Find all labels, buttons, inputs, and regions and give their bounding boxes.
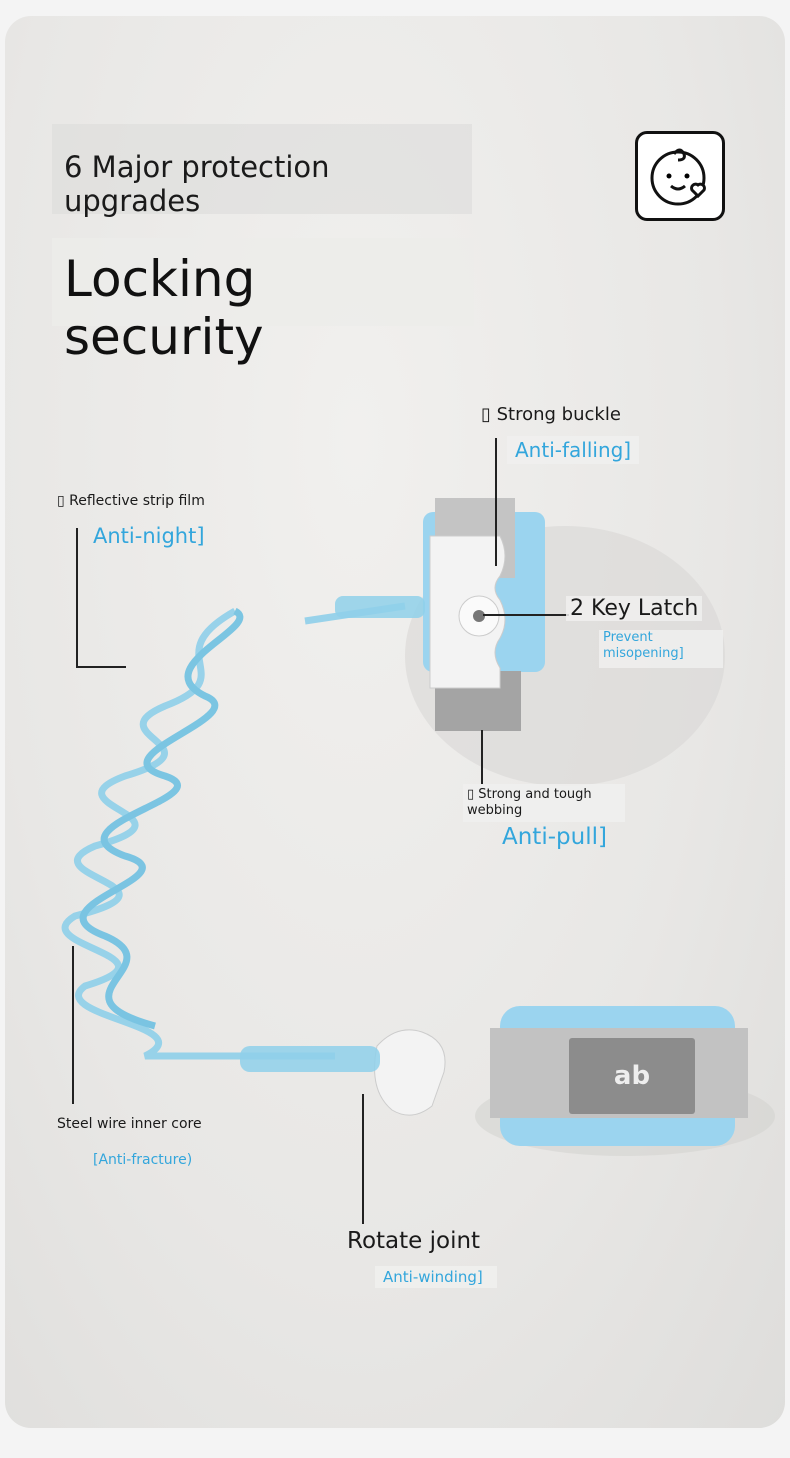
webbing-label-line2: webbing <box>467 803 523 818</box>
reflective-benefit: Anti-night] <box>93 524 205 548</box>
webbing-benefit: Anti-pull] <box>502 824 607 850</box>
product-card: ab 6 Major protection upgrades Locking s… <box>5 16 785 1428</box>
joint-benefit: Anti-winding] <box>375 1266 497 1288</box>
rotate-joint <box>374 1029 446 1116</box>
reflective-leader-line-h <box>76 666 126 668</box>
latch-benefit-line1: Prevent <box>603 630 653 645</box>
webbing-leader-line <box>481 730 483 784</box>
wire-label: Steel wire inner core <box>57 1116 202 1132</box>
joint-label: Rotate joint <box>347 1228 481 1254</box>
wire-leader-line <box>72 946 74 1104</box>
joint-leader-line <box>362 1094 364 1224</box>
page-title: Locking security <box>52 238 474 366</box>
buckle-label: ▯ Strong buckle <box>481 404 621 425</box>
webbing-label: ▯ Strong and tough webbing <box>463 784 625 822</box>
wire-benefit: [Anti-fracture) <box>93 1152 193 1168</box>
latch-benefit-line2: misopening] <box>603 646 684 661</box>
coiled-cord <box>61 602 406 1060</box>
baby-face-heart-icon <box>635 131 725 221</box>
buckle-leader-line <box>495 438 497 566</box>
product-illustration: ab <box>61 498 775 1156</box>
brand-mark: ab <box>614 1061 650 1091</box>
subtitle: 6 Major protection upgrades <box>52 124 472 218</box>
latch-label: 2 Key Latch <box>566 596 703 621</box>
latch-benefit: Prevent misopening] <box>599 630 723 668</box>
buckle-benefit: Anti-falling] <box>507 436 640 464</box>
webbing-label-line1: ▯ Strong and tough <box>467 787 592 802</box>
latch-leader-line <box>483 614 569 616</box>
reflective-leader-line <box>76 528 78 668</box>
reflective-label: ▯ Reflective strip film <box>57 493 205 509</box>
